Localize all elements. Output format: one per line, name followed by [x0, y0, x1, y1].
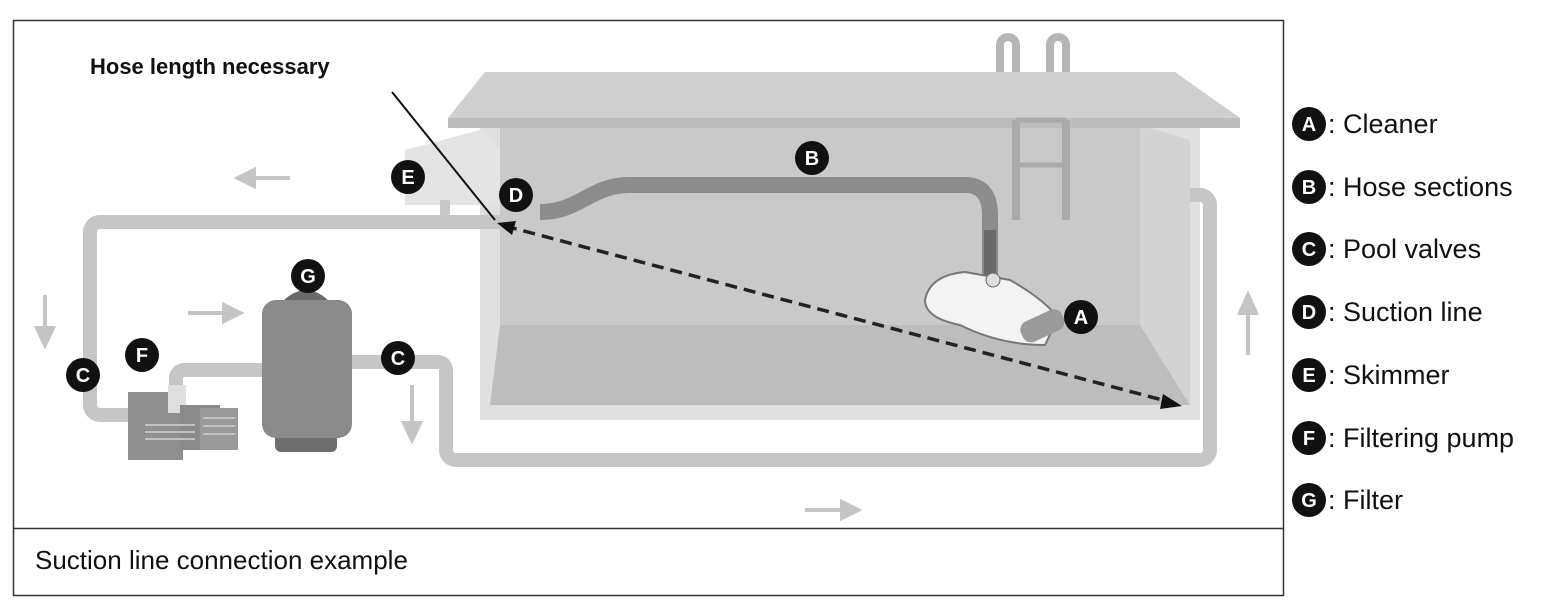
- svg-text:G: G: [1301, 490, 1317, 512]
- svg-text:: Filtering pump: : Filtering pump: [1328, 423, 1514, 453]
- filter: [262, 290, 352, 452]
- legend-item-skimmer: E : Skimmer: [1292, 358, 1450, 392]
- legend-item-suction-line: D : Suction line: [1292, 295, 1483, 329]
- marker-c-right: C: [381, 341, 415, 375]
- arrowhead-icon: [1160, 394, 1182, 409]
- legend: A : Cleaner B : Hose sections C : Pool valv…: [1292, 107, 1514, 517]
- svg-text:: Pool valves: : Pool valves: [1328, 234, 1481, 264]
- legend-item-hose-sections: B : Hose sections: [1292, 170, 1513, 204]
- pipework: [83, 188, 1217, 467]
- svg-text:F: F: [1303, 428, 1315, 450]
- svg-text:E: E: [401, 167, 414, 189]
- svg-text:B: B: [1302, 177, 1316, 199]
- cleaner: [923, 270, 1065, 347]
- skimmer-pipe: [440, 200, 450, 220]
- marker-f: F: [125, 338, 159, 372]
- figure-frame: [12, 19, 1285, 597]
- callout-label: Hose length necessary: [90, 54, 330, 79]
- marker-b: B: [795, 141, 829, 175]
- legend-item-cleaner: A : Cleaner: [1292, 107, 1438, 141]
- arrow-left-icon: [233, 166, 256, 190]
- svg-text:F: F: [136, 345, 148, 367]
- svg-text:D: D: [509, 185, 523, 207]
- arrow-down-icon: [33, 326, 57, 350]
- legend-item-filter: G : Filter: [1292, 483, 1403, 517]
- svg-text:C: C: [1302, 239, 1316, 261]
- hose-sections: [539, 177, 998, 280]
- legend-item-filtering-pump: F : Filtering pump: [1292, 421, 1514, 455]
- marker-d: D: [499, 178, 533, 212]
- svg-text:: Hose sections: : Hose sections: [1328, 172, 1513, 202]
- flow-arrows: [33, 166, 1260, 522]
- filtering-pump: [128, 385, 238, 460]
- arrow-up-icon: [1236, 290, 1260, 315]
- arrow-down-icon: [400, 421, 424, 445]
- callout-leader: [391, 91, 496, 221]
- figure-caption: Suction line connection example: [35, 545, 408, 575]
- marker-c-left: C: [66, 358, 100, 392]
- pool-ladder-rails: [1012, 117, 1070, 220]
- svg-text:C: C: [391, 348, 405, 370]
- arrow-right-icon: [222, 301, 245, 325]
- hose-length-line: [504, 224, 1171, 404]
- svg-text:D: D: [1302, 302, 1316, 324]
- legend-item-pool-valves: C : Pool valves: [1292, 232, 1481, 266]
- svg-text:: Filter: : Filter: [1328, 485, 1403, 515]
- svg-text:B: B: [805, 148, 819, 170]
- svg-text:: Suction line: : Suction line: [1328, 297, 1483, 327]
- marker-a: A: [1064, 300, 1098, 334]
- svg-text:A: A: [1302, 114, 1316, 136]
- pool-ladder: [996, 33, 1070, 220]
- svg-text:A: A: [1074, 307, 1088, 329]
- svg-text:C: C: [76, 365, 90, 387]
- arrow-right-icon: [840, 498, 863, 522]
- svg-text:: Cleaner: : Cleaner: [1328, 109, 1438, 139]
- arrowhead-icon: [497, 221, 516, 235]
- pool: [448, 72, 1240, 420]
- marker-e: E: [391, 160, 425, 194]
- svg-text:G: G: [300, 266, 316, 288]
- svg-text:E: E: [1302, 365, 1315, 387]
- marker-g: G: [291, 259, 325, 293]
- svg-text:: Skimmer: : Skimmer: [1328, 360, 1450, 390]
